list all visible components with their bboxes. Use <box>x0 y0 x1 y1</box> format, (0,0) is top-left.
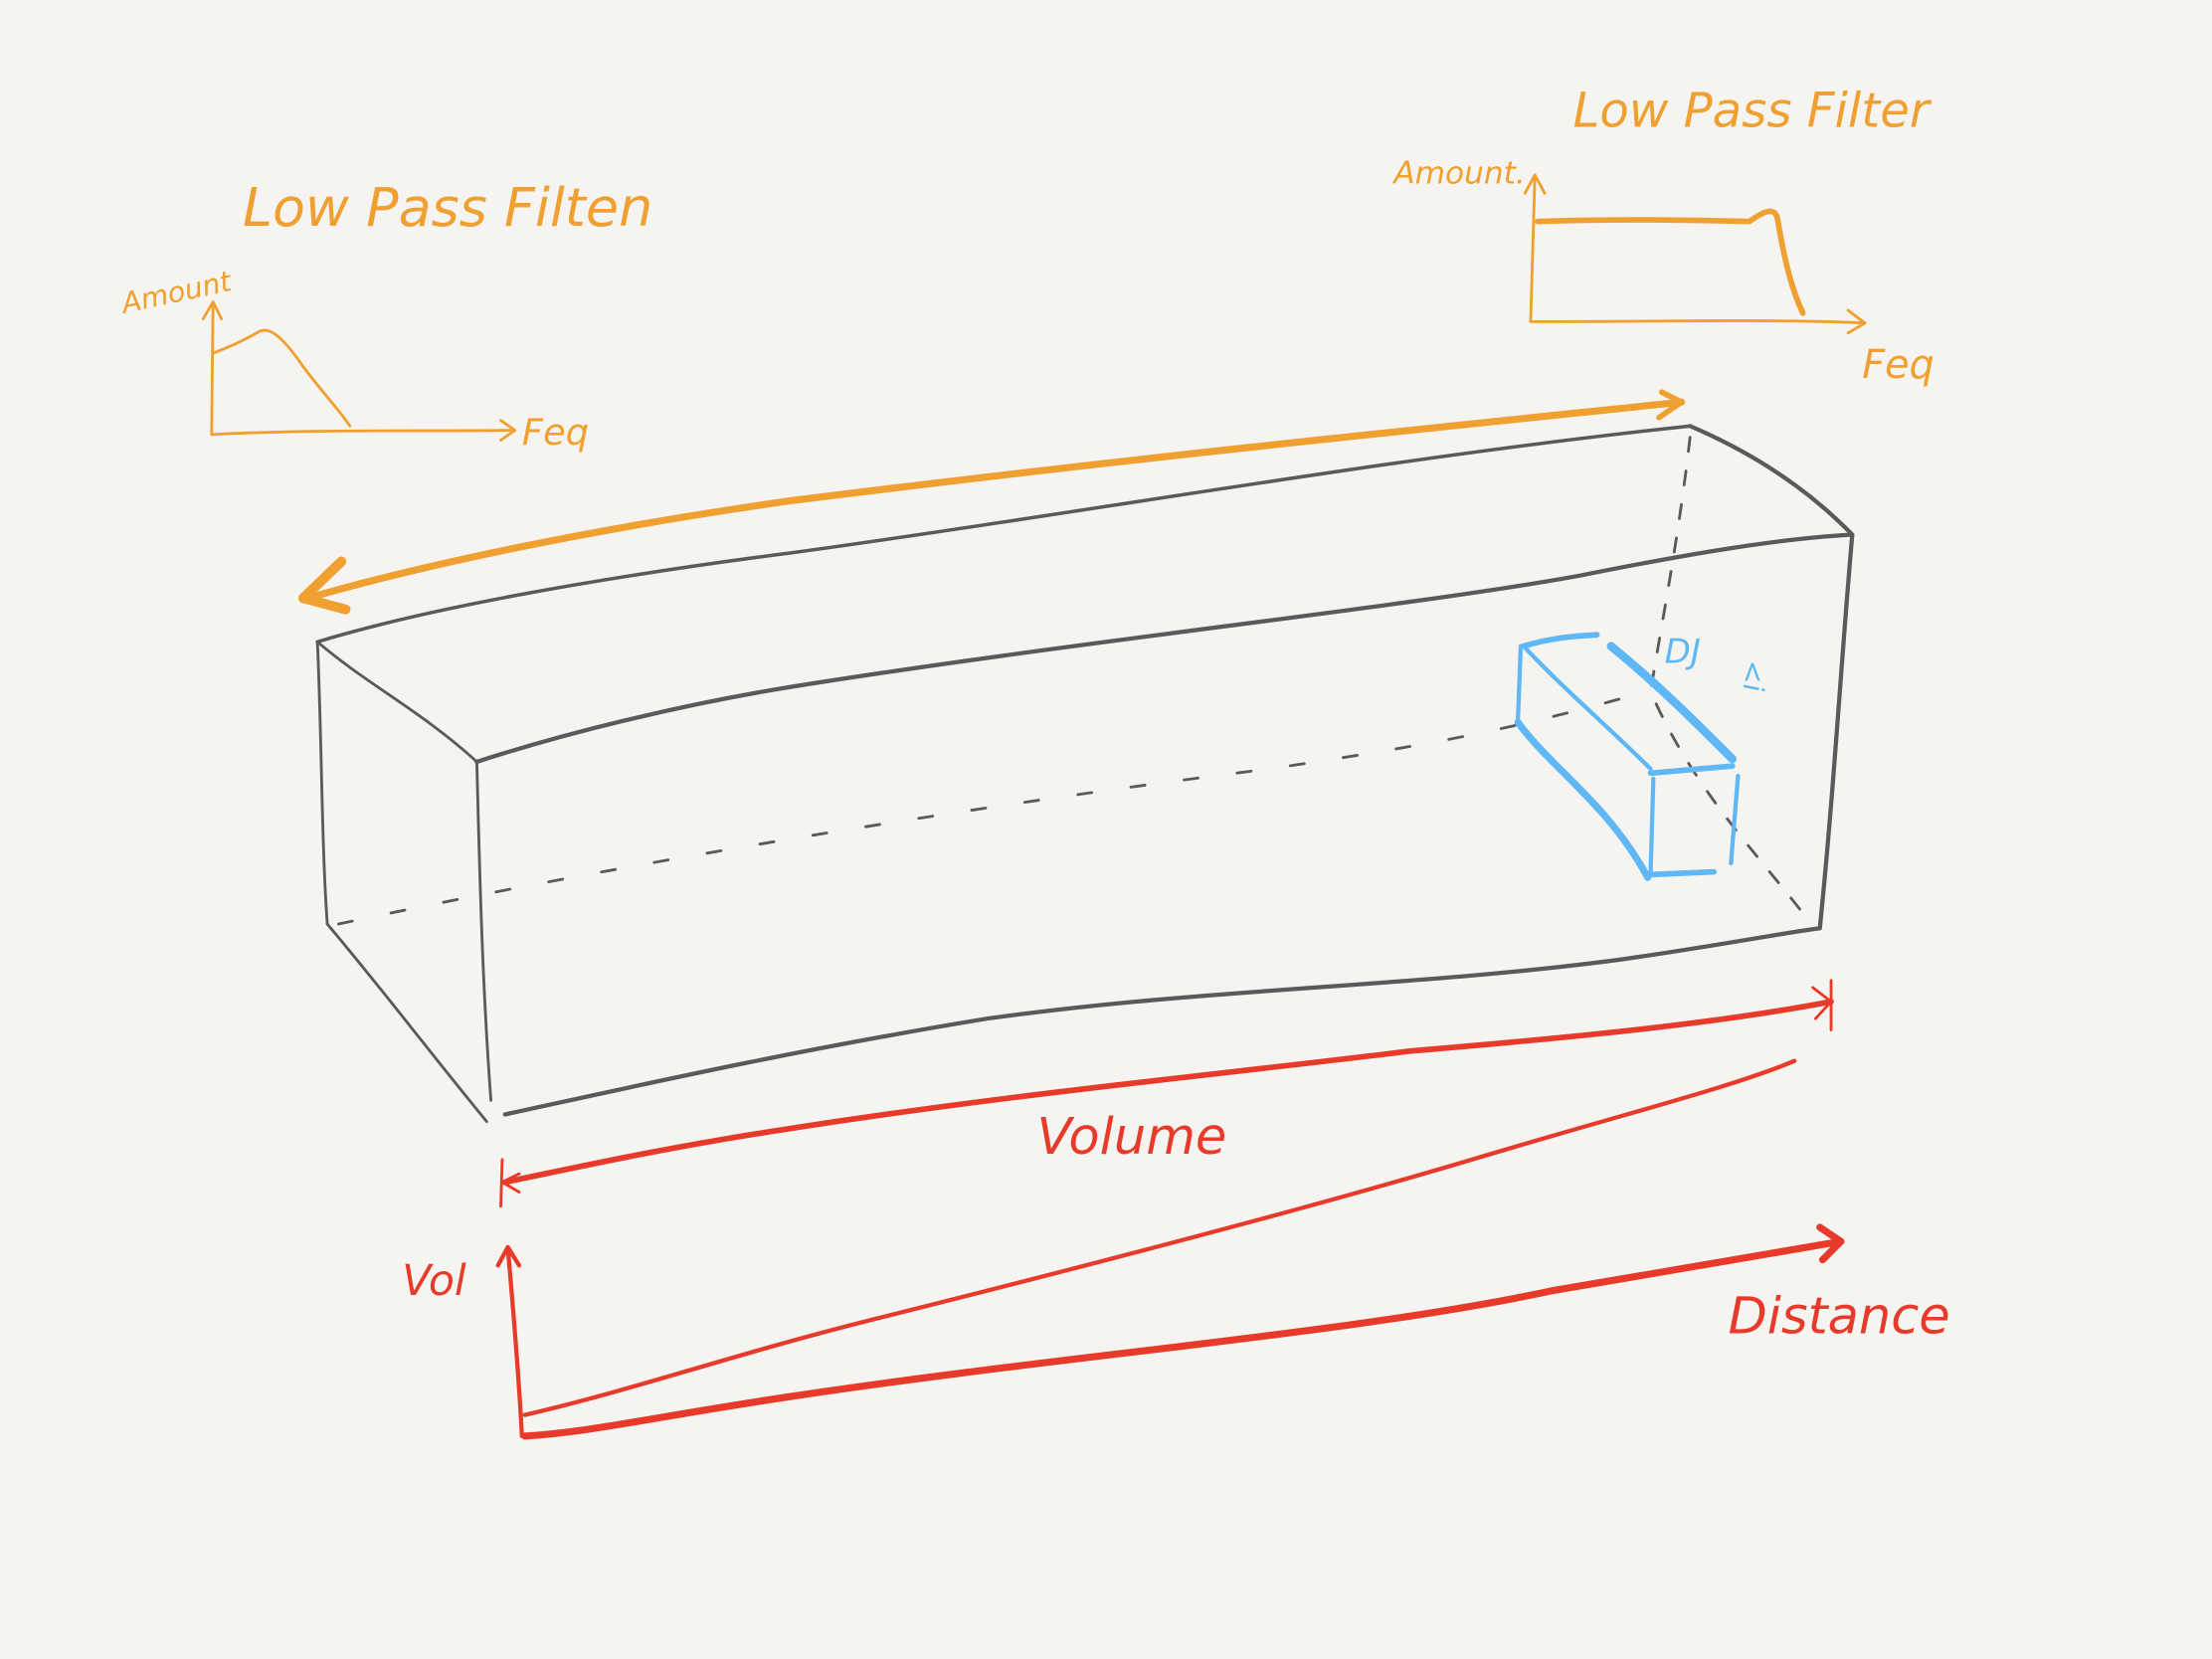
vol-axis <box>495 1244 524 1439</box>
volume-falloff-line <box>522 1058 1797 1417</box>
vol-axis-label: Vol <box>402 1257 466 1306</box>
right-filter-x-label: Feq <box>1862 342 1934 388</box>
box-left-back-vertical <box>315 640 329 926</box>
dj-label: DJ <box>1665 633 1701 672</box>
arrowhead-left <box>297 556 351 615</box>
right-filter-title: Low Pass Filter <box>1572 84 1932 139</box>
arrowhead-right <box>1656 389 1685 421</box>
box-right-front-vertical <box>1817 532 1855 931</box>
box-right-top-edge <box>1688 424 1855 537</box>
box-hidden-vertical <box>1649 436 1807 919</box>
speaker-symbol: <i <box>1737 660 1769 692</box>
volume-arrow <box>499 979 1834 1208</box>
filter-distance-arrow <box>297 389 1686 615</box>
dj-booth <box>1514 632 1741 881</box>
left-filter-title: Low Pass Filten <box>243 176 652 239</box>
box-left-bottom-edge <box>325 922 488 1124</box>
left-filter-graph <box>201 300 517 442</box>
box-front-left-vertical <box>474 760 493 1102</box>
distance-axis-label: Distance <box>1728 1287 1949 1346</box>
left-filter-x-label: Feq <box>522 411 589 454</box>
room-box <box>315 424 1855 1124</box>
box-left-top-edge <box>315 640 478 764</box>
volume-label: Volume <box>1036 1108 1226 1167</box>
box-top-back-edge <box>315 424 1692 645</box>
filter-curve <box>213 328 352 428</box>
box-bottom-front-edge <box>502 926 1822 1117</box>
right-filter-y-label: Amount. <box>1391 155 1525 191</box>
distance-volume-graph <box>495 1058 1845 1440</box>
filter-curve <box>1535 208 1806 316</box>
box-hidden-bottom-edge <box>336 696 1624 926</box>
box-top-front-edge <box>474 532 1855 765</box>
right-filter-graph <box>1523 173 1867 335</box>
distance-axis <box>521 1223 1845 1440</box>
